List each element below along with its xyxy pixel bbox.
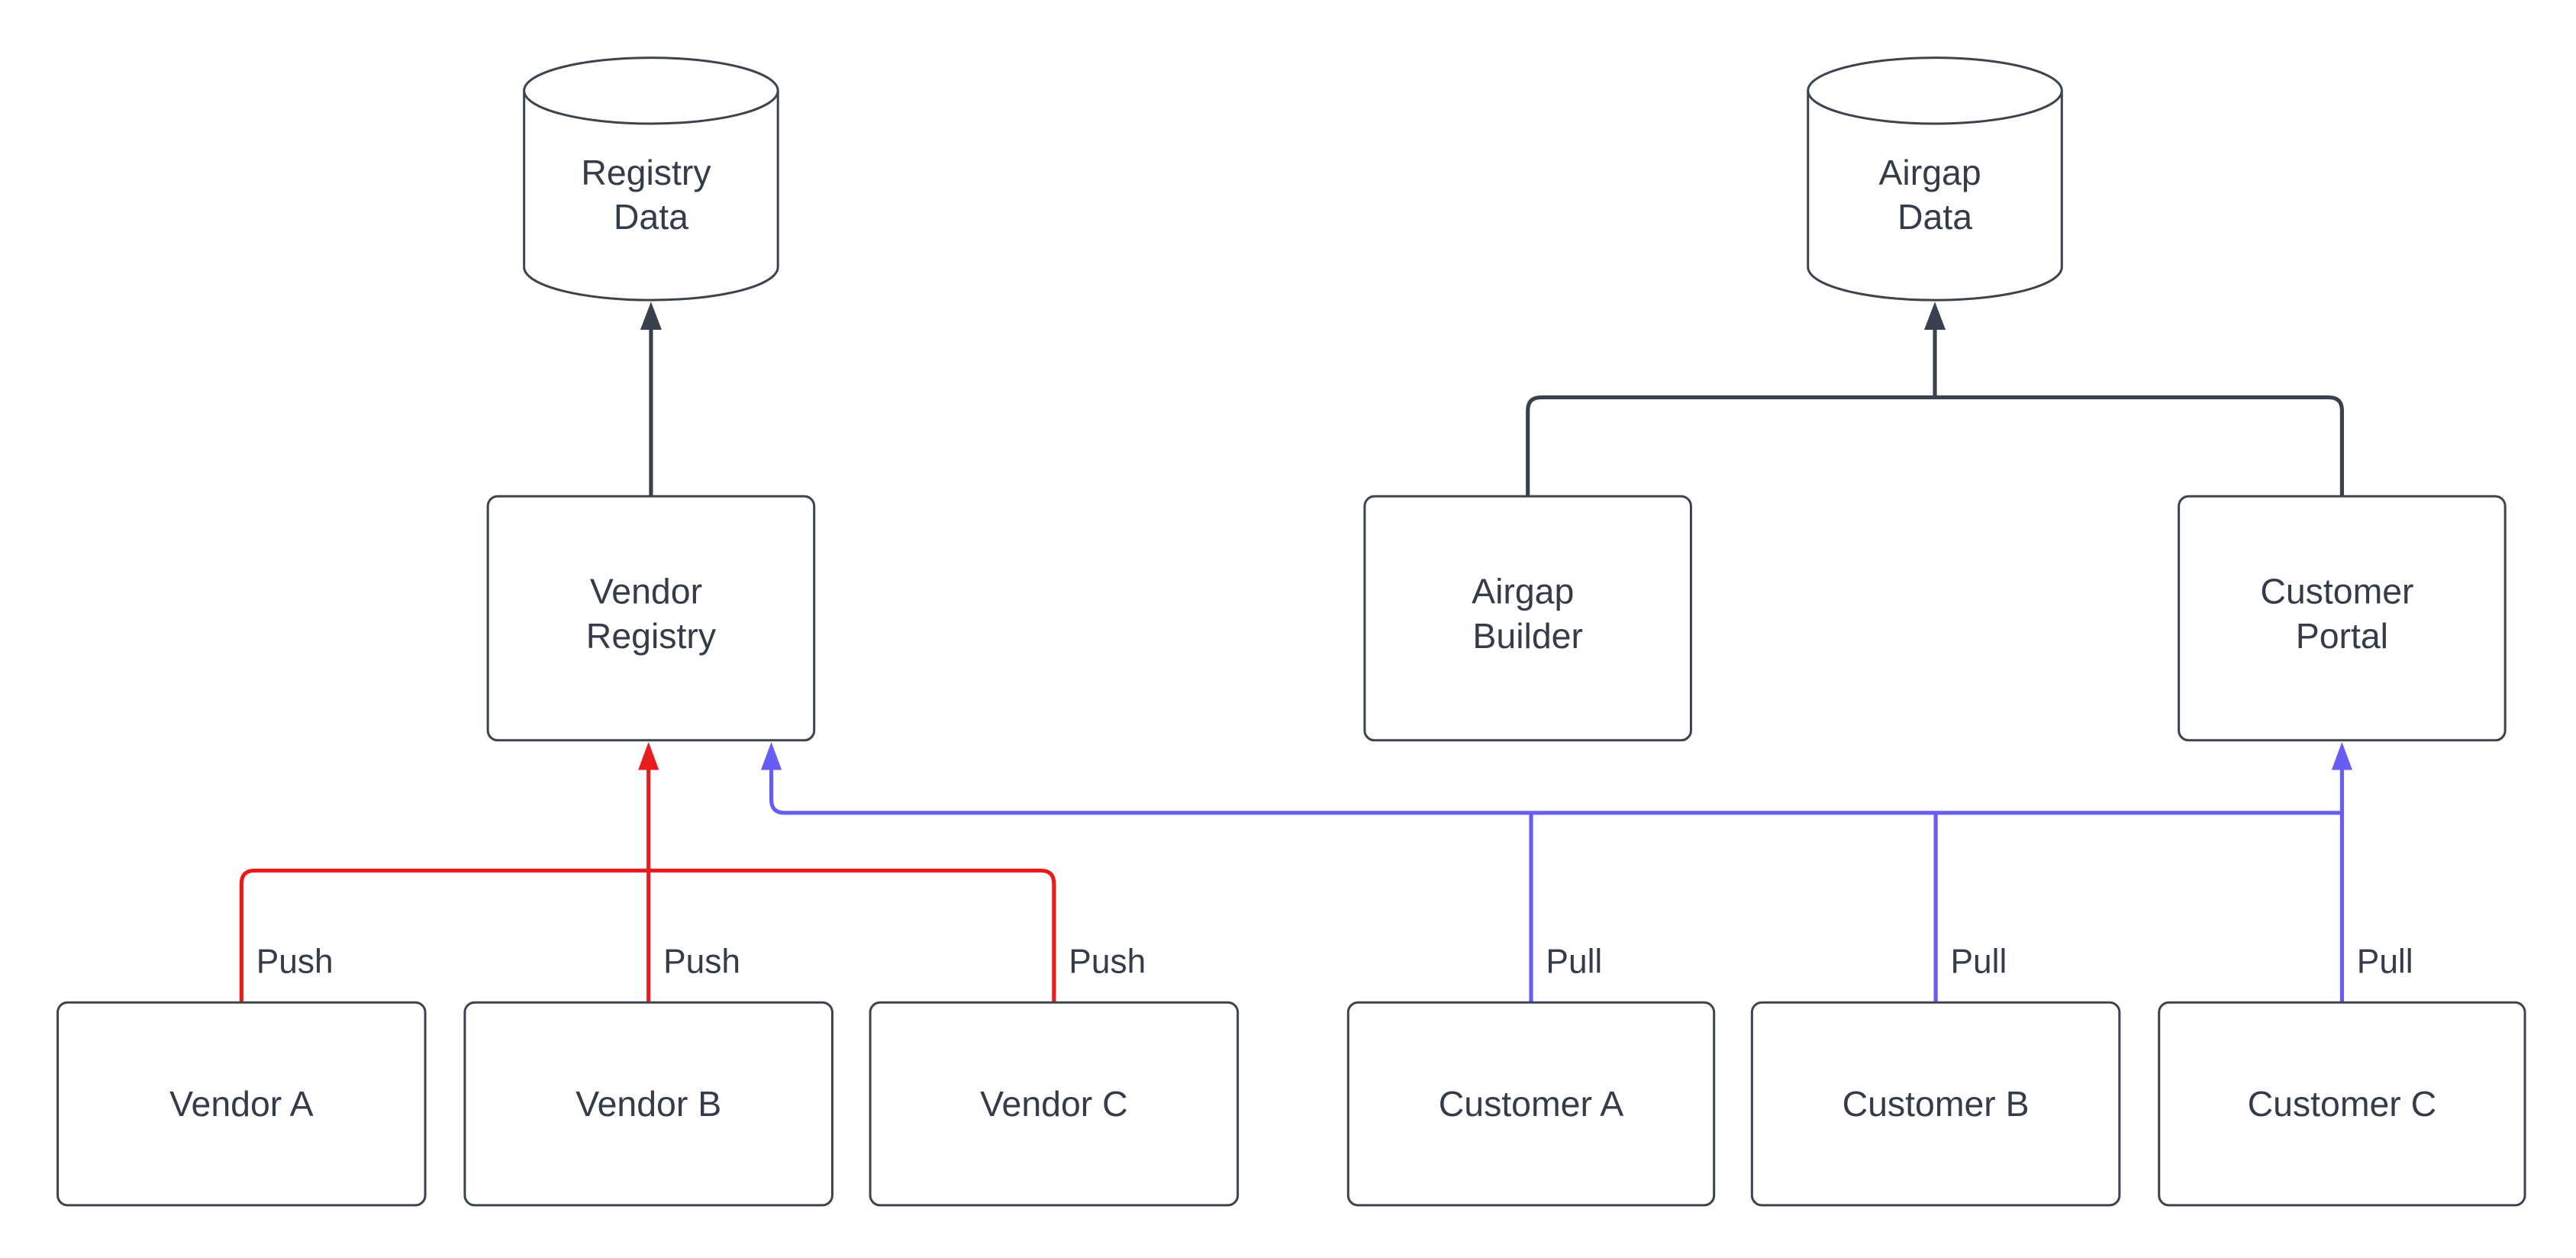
vendor-registry-rect xyxy=(486,495,816,742)
customer-c-label: Customer C xyxy=(2248,1084,2437,1124)
registry-data-label-line1: Registry xyxy=(581,153,711,192)
customer-a-label: Customer A xyxy=(1439,1084,1624,1124)
customer-a-rect xyxy=(1346,1001,1716,1207)
vendor-a-rect xyxy=(56,1001,427,1207)
vendor-c-box: Vendor C xyxy=(869,1001,1240,1207)
airgap-builder-label-line1: Airgap xyxy=(1472,572,1574,611)
registry-data-label-line2: Data xyxy=(614,197,688,237)
airgap-data-cylinder-body xyxy=(1807,90,2063,302)
vendor-c-label: Vendor C xyxy=(980,1084,1128,1124)
customer-portal-box: Customer Portal xyxy=(2178,495,2507,742)
push-label-vendor-b: Push xyxy=(663,943,740,980)
vendor-c-rect xyxy=(869,1001,1240,1207)
vendor-b-rect xyxy=(463,1001,833,1207)
push-label-vendor-c: Push xyxy=(1069,943,1146,980)
vendor-registry-label-line1: Vendor xyxy=(590,572,702,611)
customer-a-box: Customer A xyxy=(1346,1001,1716,1207)
customer-b-label: Customer B xyxy=(1843,1084,2030,1124)
customer-portal-label-line2: Portal xyxy=(2296,616,2388,656)
customer-b-rect xyxy=(1750,1001,2121,1207)
arrowhead-vendor-registry-red xyxy=(638,741,659,770)
airgap-data-label-line2: Data xyxy=(1897,197,1972,237)
airgap-builder-box: Airgap Builder xyxy=(1363,495,1692,742)
arrowhead-customer-portal-blue xyxy=(2331,741,2352,770)
vendor-registry-box: Vendor Registry xyxy=(486,495,816,742)
registry-data-cylinder-top xyxy=(523,56,779,125)
arrowhead-vendor-registry-blue xyxy=(760,741,782,770)
airgap-builder-label: Airgap Builder xyxy=(1472,572,1584,656)
airgap-builder-rect xyxy=(1363,495,1692,742)
pull-label-customer-a: Pull xyxy=(1546,943,1602,980)
edge-pull-rail-to-vendor-registry xyxy=(769,765,2342,815)
airgap-data-cylinder: Airgap Data xyxy=(1807,56,2063,302)
customer-c-box: Customer C xyxy=(2158,1001,2526,1207)
registry-data-cylinder-body xyxy=(523,90,779,302)
customer-portal-label: Customer Portal xyxy=(2260,572,2423,656)
vendor-a-label: Vendor A xyxy=(169,1084,313,1124)
customer-portal-label-line1: Customer xyxy=(2260,572,2413,611)
customer-portal-rect xyxy=(2178,495,2507,742)
vendor-a-box: Vendor A xyxy=(56,1001,427,1207)
push-label-vendor-a: Push xyxy=(256,943,334,980)
pull-label-customer-c: Pull xyxy=(2357,943,2413,980)
airgap-data-label-line1: Airgap xyxy=(1878,153,1981,192)
customer-c-rect xyxy=(2158,1001,2526,1207)
vendor-registry-label-line2: Registry xyxy=(586,616,717,656)
vendor-b-label: Vendor B xyxy=(575,1084,721,1124)
pull-label-customer-b: Pull xyxy=(1951,943,2007,980)
vendor-b-box: Vendor B xyxy=(463,1001,833,1207)
arrowhead-registry-data xyxy=(640,302,662,330)
vendor-registry-label: Vendor Registry xyxy=(586,572,717,656)
customer-b-box: Customer B xyxy=(1750,1001,2121,1207)
airgap-builder-label-line2: Builder xyxy=(1472,616,1582,656)
registry-data-cylinder: Registry Data xyxy=(523,56,779,302)
edge-airgap-builder-customer-portal-trunk xyxy=(1526,395,2344,497)
airgap-data-label: Airgap Data xyxy=(1878,153,1991,237)
arrowhead-airgap-data xyxy=(1923,302,1946,330)
registry-data-label: Registry Data xyxy=(581,153,721,237)
airgap-data-cylinder-top xyxy=(1807,56,2063,125)
